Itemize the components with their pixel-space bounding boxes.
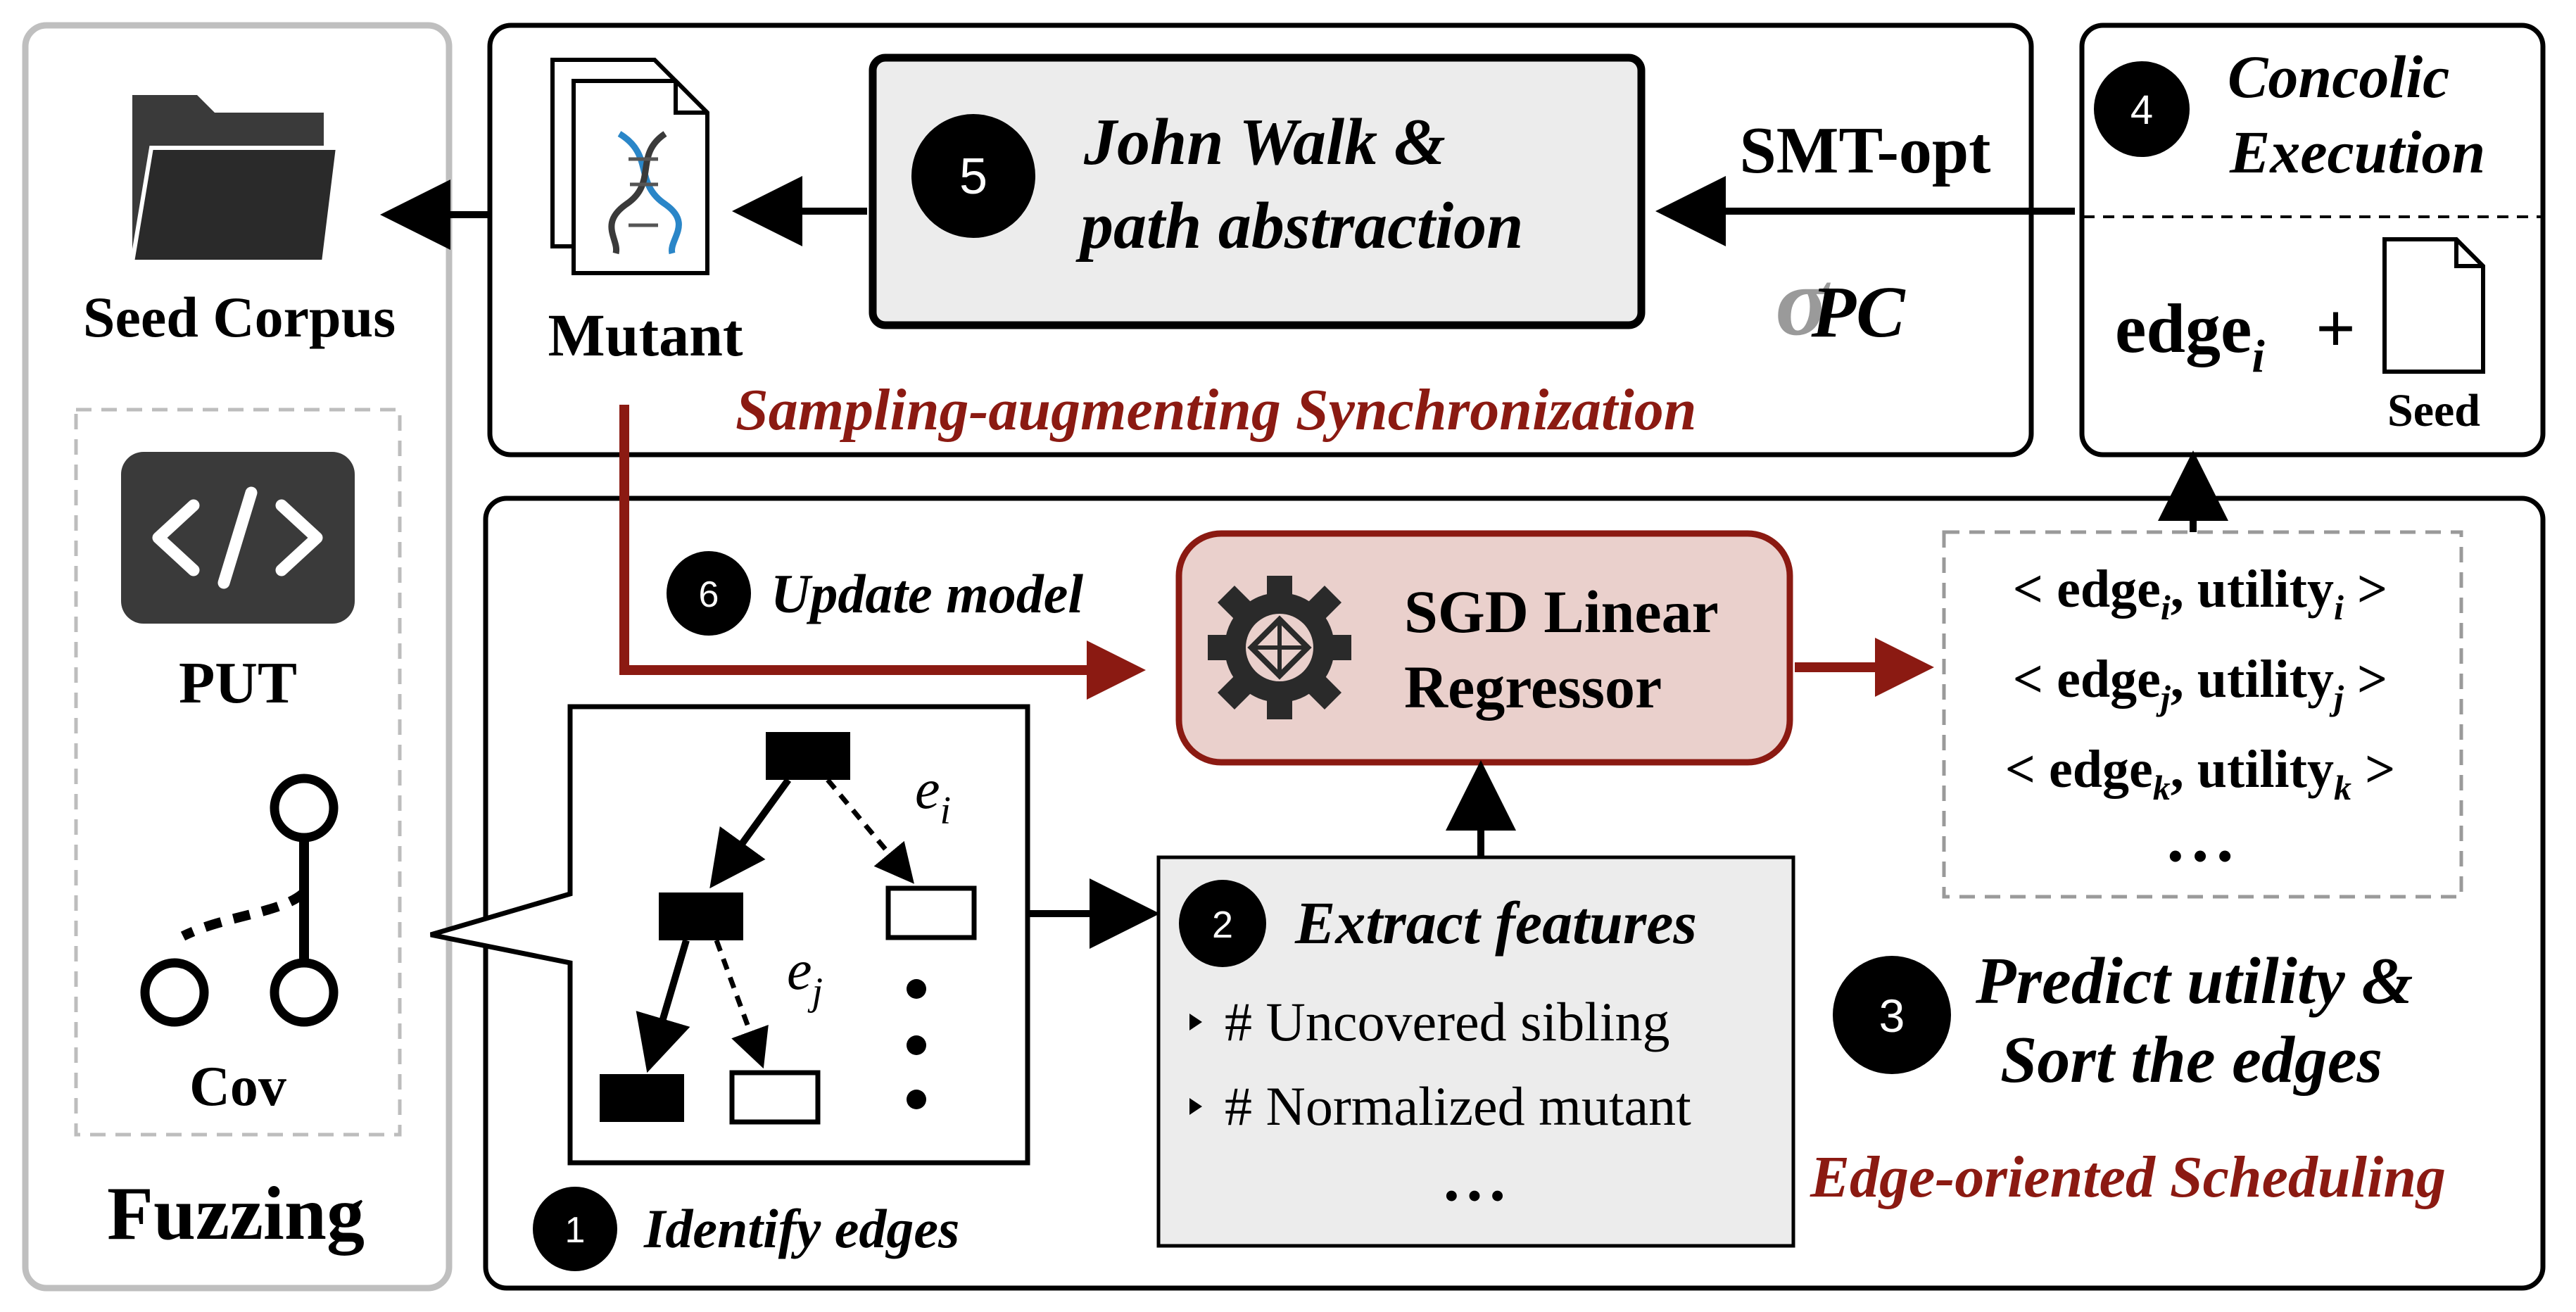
update-model-arrow	[619, 405, 1146, 700]
step-5-number: 5	[959, 149, 987, 205]
tree-node-left	[659, 892, 743, 940]
step-4-number: 4	[2130, 87, 2153, 133]
step-3-number: 3	[1879, 990, 1905, 1042]
dna-document-icon	[550, 58, 709, 275]
sync-title: Sampling-augmenting Synchronization	[735, 377, 1696, 443]
tree-node-leaf-covered	[600, 1074, 684, 1122]
sigma-glyph: σ	[1775, 247, 1831, 356]
tree-node-right-uncovered	[885, 885, 977, 940]
edge-utility-list	[1942, 530, 2463, 899]
sync-panel: Mutant 5 John Walk & path abstraction SM…	[487, 23, 2075, 458]
john-walk-box	[869, 53, 1646, 329]
step-2-number: 2	[1212, 904, 1233, 946]
john-walk-line1: John Walk &	[1083, 106, 1446, 179]
step-3-badge	[1833, 956, 1951, 1074]
predict-line2: Sort the edges	[2000, 1023, 2382, 1097]
tree-node-root	[766, 732, 850, 780]
john-walk-line2: path abstraction	[1075, 189, 1523, 263]
tree-node-leaf-uncovered	[729, 1070, 821, 1125]
extract-features-label: Extract features	[1294, 889, 1697, 957]
coverage-branch-icon	[140, 774, 339, 1027]
feature-bullet-icon	[1189, 1098, 1202, 1115]
step-4-badge	[2094, 61, 2190, 157]
seed-file-icon	[2382, 237, 2485, 374]
seed-label: Seed	[2387, 385, 2480, 436]
step-6-badge	[667, 551, 751, 636]
control-flow-tree	[600, 732, 977, 1125]
concolic-title-line1: Concolic	[2228, 43, 2449, 111]
concolic-title-line2: Execution	[2229, 118, 2485, 186]
pc-label: PC	[1811, 272, 1907, 353]
concolic-panel: 4 Concolic Execution edgei + Seed	[2079, 23, 2546, 458]
fuzzing-title: Fuzzing	[107, 1172, 365, 1256]
edge-utility-row: < edgek, utilityk >	[2005, 740, 2396, 807]
regressor-line2: Regressor	[1404, 653, 1662, 721]
feature-item: # Normalized mutant	[1225, 1076, 1691, 1137]
seed-corpus-label: Seed Corpus	[83, 285, 396, 349]
scheduling-title: Edge-oriented Scheduling	[1810, 1144, 2446, 1210]
edge-ej-label: ej	[787, 940, 823, 1014]
step-5-badge	[911, 114, 1035, 238]
step-6-number: 6	[699, 574, 719, 615]
code-icon	[121, 452, 355, 624]
mutant-label: Mutant	[548, 301, 743, 369]
feature-item: # Uncovered sibling	[1225, 991, 1670, 1052]
edge-utility-row: < edgei, utilityi >	[2013, 560, 2387, 627]
gear-icon	[1208, 576, 1351, 719]
step-1-badge	[533, 1187, 617, 1271]
edge-i-label: edgei	[2115, 289, 2265, 382]
update-model-label: Update model	[771, 563, 1083, 624]
plus-sign: +	[2316, 289, 2356, 367]
regressor-line1: SGD Linear	[1404, 578, 1719, 645]
edge-list-ellipsis: • • •	[2168, 833, 2232, 878]
predict-line1: Predict utility &	[1975, 945, 2413, 1018]
step-1-number: 1	[565, 1210, 586, 1251]
step-2-badge	[1179, 880, 1266, 967]
put-cov-box	[74, 408, 402, 1137]
feature-bullet-icon	[1189, 1014, 1202, 1030]
folder-icon	[130, 95, 341, 264]
put-label: PUT	[179, 650, 297, 716]
features-ellipsis: • • •	[1445, 1175, 1504, 1216]
fuzzing-panel: Seed Corpus PUT Cov Fuzzing	[22, 22, 453, 1292]
edge-ei-label: ei	[915, 759, 951, 833]
edge-utility-row: < edgej, utilityj >	[2013, 650, 2387, 717]
cov-label: Cov	[189, 1056, 286, 1118]
smt-opt-label: SMT-opt	[1740, 114, 1991, 187]
identify-edges-label: Identify edges	[643, 1198, 959, 1259]
